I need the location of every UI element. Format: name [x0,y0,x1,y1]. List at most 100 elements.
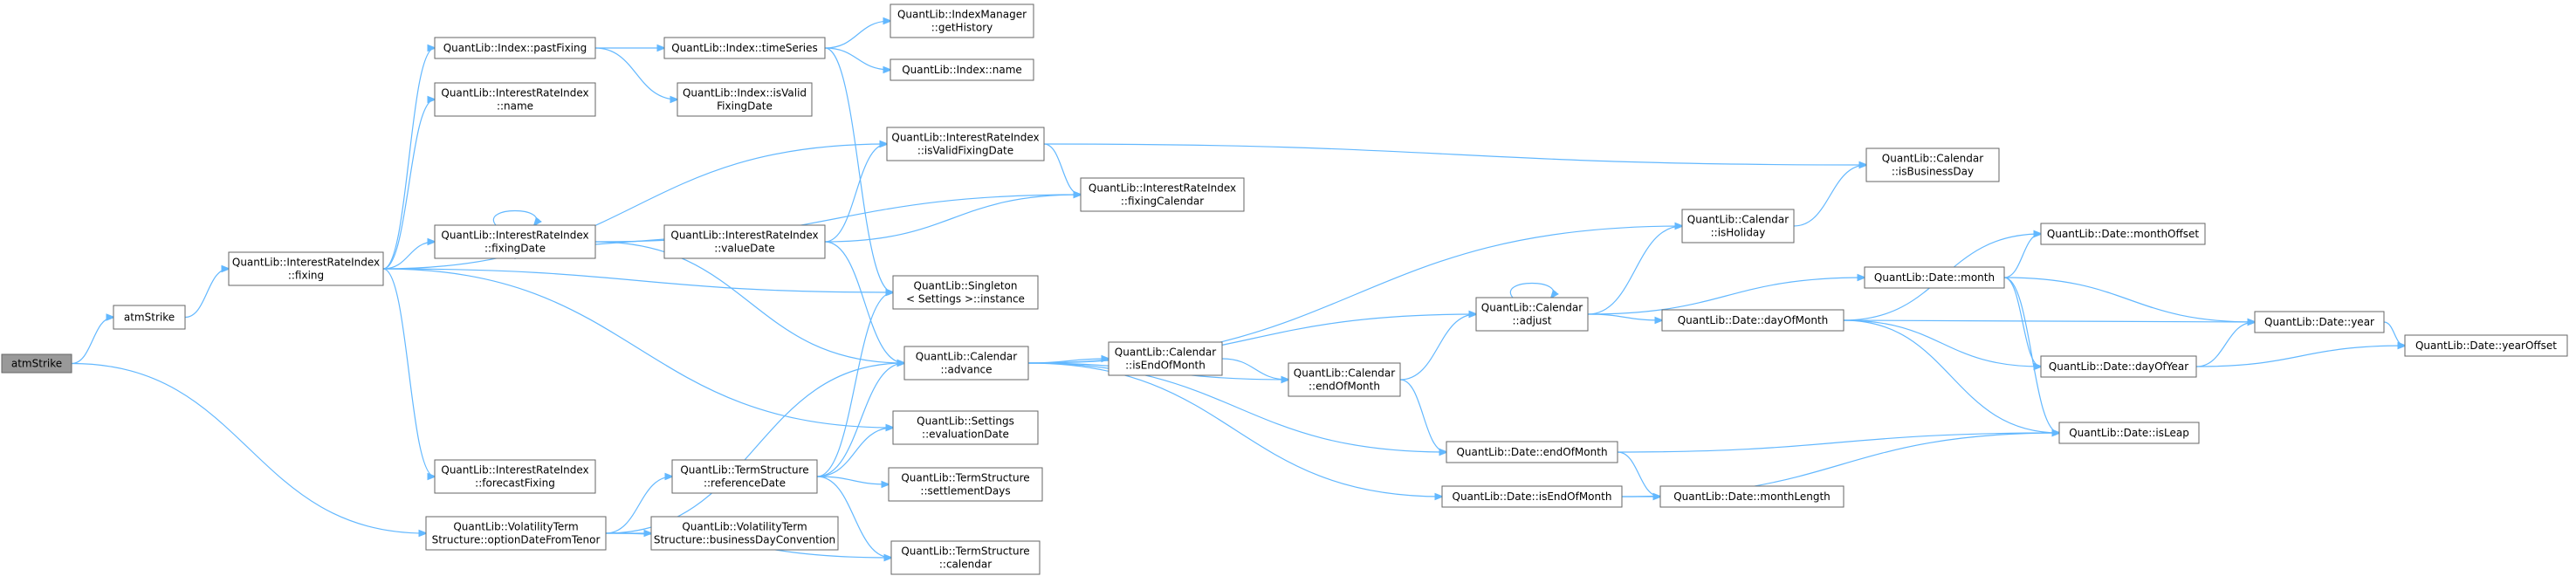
node-atmStrike-root[interactable]: atmStrike [1,353,72,374]
edge-idx-timeSeries-to-im-getHistory [824,21,890,49]
node-vts-optionDate[interactable]: QuantLib::VolatilityTermStructure::optio… [425,516,607,551]
node-iri-isValidFixingDate[interactable]: QuantLib::InterestRateIndex::isValidFixi… [886,127,1045,161]
edge-cal-adjust-to-cal-adjust [1509,282,1553,298]
node-date-monthOffset[interactable]: QuantLib::Date::monthOffset [2040,223,2206,245]
node-cal-adjust[interactable]: QuantLib::Calendar::adjust [1475,297,1589,332]
node-date-dayOfYear[interactable]: QuantLib::Date::dayOfYear [2040,355,2197,378]
node-label: QuantLib::Date::endOfMonth [1456,446,1607,458]
node-cal-isBusinessDay[interactable]: QuantLib::Calendar::isBusinessDay [1865,147,2000,182]
node-iri-name[interactable]: QuantLib::InterestRateIndex::name [434,82,596,117]
node-label: QuantLib::Index::timeSeries [671,42,818,54]
node-box [434,82,596,117]
edge-date-month-to-date-monthOffset [2003,234,2041,278]
node-date-month[interactable]: QuantLib::Date::month [1864,266,2005,289]
node-label: QuantLib::InterestRateIndex [441,87,588,99]
node-cal-isHoliday[interactable]: QuantLib::Calendar::isHoliday [1681,209,1795,243]
node-box [886,127,1045,161]
node-singleton-instance[interactable]: QuantLib::Singleton< Settings >::instanc… [892,275,1039,310]
node-settings-evalDate[interactable]: QuantLib::Settings::evaluationDate [892,410,1039,445]
node-iri-fixingCalendar[interactable]: QuantLib::InterestRateIndex::fixingCalen… [1080,177,1245,212]
edge-date-year-to-date-yearOffset [2383,321,2405,346]
edge-layer [71,21,2405,558]
edge-atmStrike-root-to-atmStrike [71,318,113,365]
node-label: QuantLib::InterestRateIndex [232,257,380,269]
node-label: QuantLib::Settings [917,415,1014,428]
node-idx-timeSeries[interactable]: QuantLib::Index::timeSeries [663,37,826,59]
node-date-isEndOfMonth[interactable]: QuantLib::Date::isEndOfMonth [1441,485,1623,508]
node-idx-name[interactable]: QuantLib::Index::name [890,58,1034,81]
edge-date-month-to-date-year [2003,277,2255,322]
node-label: QuantLib::InterestRateIndex [441,464,588,477]
node-iri-fixing[interactable]: QuantLib::InterestRateIndex::fixing [228,251,384,286]
node-idx-isValidFixingDate[interactable]: QuantLib::Index::isValidFixingDate [677,82,813,117]
node-label: QuantLib::TermStructure [680,464,808,477]
node-box [1441,485,1623,508]
edge-ts-referenceDate-to-ts-calendar [816,476,891,558]
edge-ts-referenceDate-to-ts-settlementDays [816,476,889,484]
node-layer: atmStrikeatmStrikeQuantLib::InterestRate… [1,3,2568,575]
edge-iri-isValidFixingDate-to-iri-fixingCalendar [1043,143,1081,195]
node-cal-advance[interactable]: QuantLib::Calendar::advance [903,346,1029,381]
node-cal-endOfMonth[interactable]: QuantLib::Calendar::endOfMonth [1288,362,1401,397]
node-box [1864,266,2005,289]
node-box [1475,297,1589,332]
node-ts-referenceDate[interactable]: QuantLib::TermStructure::referenceDate [671,459,818,494]
edge-date-month-to-date-isLeap [2003,277,2059,433]
edge-vts-optionDate-to-cal-advance [605,363,904,534]
node-iri-valueDate[interactable]: QuantLib::InterestRateIndex::valueDate [663,224,826,259]
node-label: QuantLib::Calendar [1481,302,1583,314]
edge-cal-advance-to-cal-adjust [1027,314,1476,364]
node-box [888,467,1043,502]
edge-vts-optionDate-to-ts-referenceDate [605,477,672,534]
node-label: Structure::businessDayConvention [654,534,835,546]
edge-iri-fixingDate-to-iri-fixingDate [492,209,536,226]
node-label: ::fixing [288,270,324,282]
node-label: QuantLib::Date::month [1874,271,1995,284]
node-label: FixingDate [717,100,773,113]
node-box [434,224,596,259]
edge-cal-isHoliday-to-cal-isBusinessDay [1793,165,1866,227]
node-box [1288,362,1401,397]
node-date-endOfMonth[interactable]: QuantLib::Date::endOfMonth [1446,441,1618,463]
node-date-yearOffset[interactable]: QuantLib::Date::yearOffset [2404,334,2568,357]
node-label: QuantLib::Date::year [2264,316,2374,328]
node-box [890,58,1034,81]
node-cal-isEndOfMonth[interactable]: QuantLib::Calendar::isEndOfMonth [1108,341,1223,376]
node-box [650,516,839,551]
node-label: ::fixingCalendar [1121,195,1204,208]
node-box [1681,209,1795,243]
node-box [903,346,1029,381]
node-ts-settlementDays[interactable]: QuantLib::TermStructure::settlementDays [888,467,1043,502]
node-date-dayOfMonth[interactable]: QuantLib::Date::dayOfMonth [1661,309,1844,332]
node-box [1108,341,1223,376]
edge-date-dayOfYear-to-date-year [2195,322,2255,367]
node-idx-pastFixing[interactable]: QuantLib::Index::pastFixing [434,37,596,59]
node-vts-bdc[interactable]: QuantLib::VolatilityTermStructure::busin… [650,516,839,551]
node-label: QuantLib::Date::monthLength [1673,490,1831,503]
node-label: QuantLib::Calendar [1115,346,1216,359]
node-label: ::advance [940,364,992,376]
node-label: Structure::optionDateFromTenor [432,534,601,546]
edge-iri-fixing-to-iri-name [382,99,435,270]
node-box [2254,311,2385,333]
node-box [2040,223,2206,245]
node-label: atmStrike [11,358,62,370]
node-box [113,305,186,330]
node-atmStrike[interactable]: atmStrike [113,305,186,330]
node-iri-fixingDate[interactable]: QuantLib::InterestRateIndex::fixingDate [434,224,596,259]
node-label: QuantLib::InterestRateIndex [670,230,818,242]
edge-date-endOfMonth-to-date-monthLength [1617,451,1660,497]
node-label: ::isHoliday [1711,227,1766,239]
edge-date-month-to-date-dayOfYear [2003,277,2041,367]
edge-cal-adjust-to-date-month [1587,278,1865,315]
node-box [2040,355,2197,378]
node-iri-forecastFixing[interactable]: QuantLib::InterestRateIndex::forecastFix… [434,459,596,494]
node-date-year[interactable]: QuantLib::Date::year [2254,311,2385,333]
node-im-getHistory[interactable]: QuantLib::IndexManager::getHistory [890,3,1034,38]
node-date-isLeap[interactable]: QuantLib::Date::isLeap [2058,422,2200,444]
node-date-monthLength[interactable]: QuantLib::Date::monthLength [1659,485,1844,508]
node-label: QuantLib::Index::pastFixing [443,42,587,54]
node-label: < Settings >::instance [906,293,1025,305]
edge-ts-referenceDate-to-cal-advance [816,363,904,477]
node-ts-calendar[interactable]: QuantLib::TermStructure::calendar [890,540,1041,575]
